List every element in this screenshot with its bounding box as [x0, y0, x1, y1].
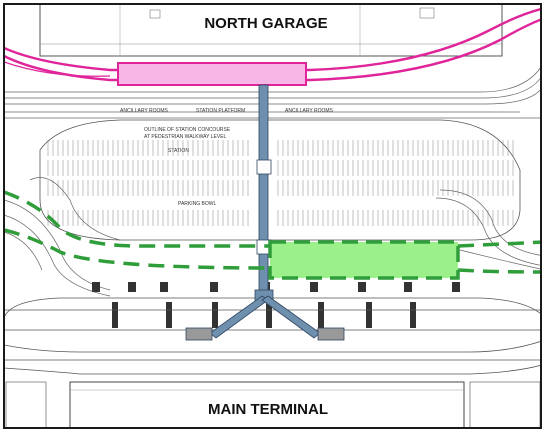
left-ramps — [4, 177, 121, 297]
north-garage-building: NORTH GARAGE — [39, 4, 503, 57]
main-terminal-building: MAIN TERMINAL — [5, 381, 541, 428]
main-terminal-label: MAIN TERMINAL — [208, 401, 328, 418]
ancillary-rooms-left-label: ANCILLARY ROOMS — [120, 108, 169, 114]
rail-line — [4, 7, 541, 82]
proposed-area-box — [268, 240, 460, 280]
station-platform-label: STATION PLATFORM — [196, 108, 245, 114]
pedestrian-walkway-label: AT PEDESTRIAN WALKWAY LEVEL — [144, 134, 227, 140]
pedestrian-walkways — [185, 84, 345, 341]
parking-bowl-label: PARKING BOWL — [178, 201, 216, 207]
right-ramps — [435, 189, 541, 270]
station-platform-box — [117, 62, 307, 86]
dropoff-columns — [92, 282, 460, 328]
ancillary-rooms-right-label: ANCILLARY ROOMS — [285, 108, 334, 114]
diagram-border — [3, 3, 542, 429]
north-garage-label: NORTH GARAGE — [204, 15, 327, 32]
station-label: STATION — [168, 148, 189, 154]
proposed-alignment-lines — [4, 190, 541, 274]
concourse-outline-label: OUTLINE OF STATION CONCOURSE — [144, 127, 231, 133]
parking-stalls — [47, 140, 514, 226]
